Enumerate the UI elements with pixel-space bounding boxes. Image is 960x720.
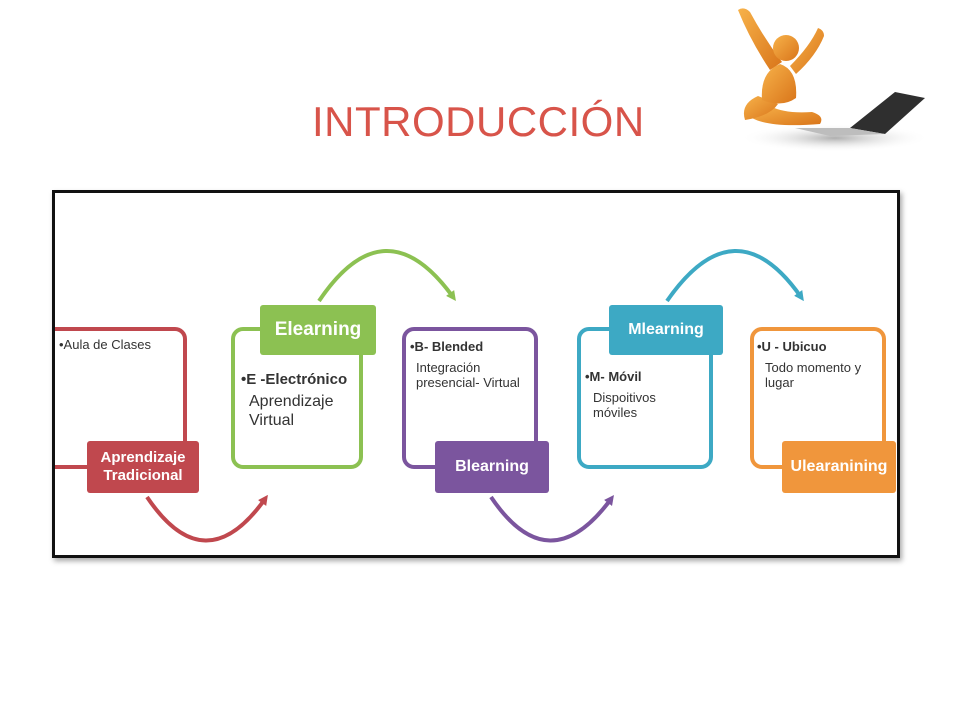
arrow-elearning-to-blended — [317, 249, 456, 303]
label-blearning: Blearning — [455, 458, 529, 476]
arrow-mlearning-to-ulearning — [665, 249, 804, 303]
label-box-tradicional — [87, 441, 199, 493]
label-box-ulearning — [782, 441, 896, 493]
stage-text-ulearning: •U - Ubicuo Todo momento y lugar — [757, 339, 862, 391]
label-mlearning: Mlearning — [628, 321, 704, 339]
stage-text-tradicional: •Aula de Clases — [59, 337, 151, 352]
slide-title: INTRODUCCIÓN — [312, 98, 645, 145]
person-celebrating-with-laptop-icon — [738, 8, 930, 152]
label-box-mlearning — [609, 305, 723, 355]
stage-text-elearning: •E -Electrónico Aprendizaje Virtual — [241, 371, 348, 430]
label-ulearning: Ulearanining — [790, 458, 888, 476]
label-box-blended — [435, 441, 549, 493]
stage-text-mlearning: •M- Móvil Dispoitivos móviles — [585, 369, 656, 421]
label-box-elearning — [260, 305, 376, 355]
arrow-blended-to-mlearning — [489, 494, 614, 543]
label-elearning: Elearning — [274, 318, 362, 340]
stage-text-blended: •B- Blended Integración presencial- Virt… — [410, 339, 520, 391]
arrow-tradicional-to-elearning — [145, 494, 268, 543]
diagram-canvas — [55, 249, 896, 543]
